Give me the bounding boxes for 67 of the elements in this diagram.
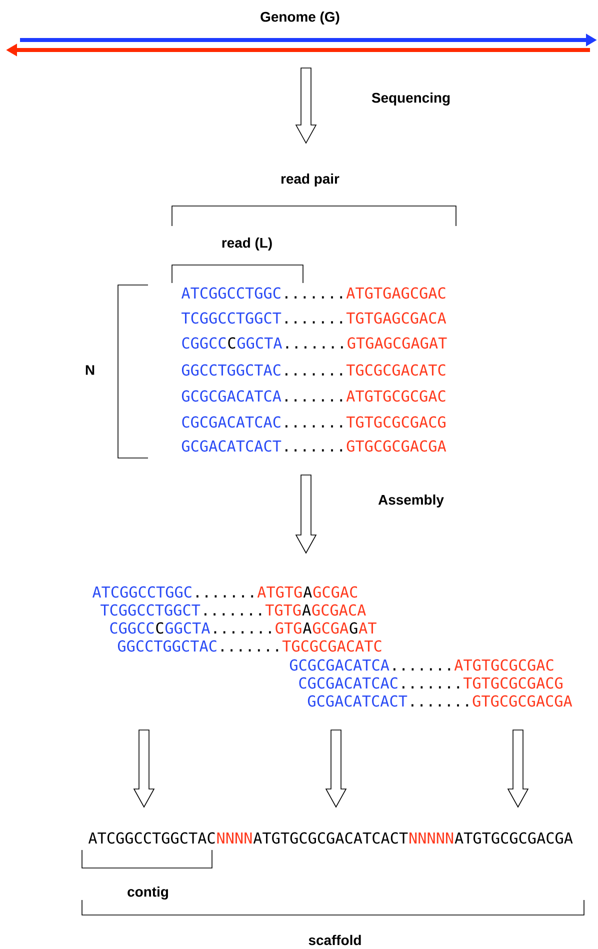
sequence-text: GGCCTGGCTAC [118, 640, 216, 652]
sequence-text: NNNNN [410, 832, 454, 844]
sequence-text: GGCTA [165, 622, 210, 634]
sequence-text: ....... [286, 373, 342, 376]
sequence-text: TGTGAGCGACA [346, 312, 446, 324]
sequence-text: ....... [286, 346, 343, 348]
sequence-text: A [302, 604, 311, 616]
sequence-text: TGTG [265, 604, 301, 616]
sequence-text: ATGTGCGCGAC [346, 390, 446, 402]
sequence-text: GCGCGACATCA [182, 390, 282, 402]
sequence-text: ....... [214, 631, 271, 634]
label-text: contig [128, 886, 168, 900]
sequence-text: ....... [286, 296, 342, 298]
sequence-text: ....... [286, 425, 342, 428]
sequence-text: AT [358, 622, 376, 634]
sequence-text: ....... [286, 321, 342, 324]
sequence-text: GTGCGCGACGA [472, 695, 572, 707]
sequence-text: TGTGCGCGACG [346, 416, 446, 428]
sequence-text: GTGCGCGACGA [346, 440, 446, 452]
sequence-text: C [228, 337, 236, 349]
sequence-text: GCGACA [312, 604, 366, 616]
sequence-text: ....... [394, 668, 450, 670]
sequence-text: ATGTGCGCGAC [454, 659, 554, 671]
sequence-text: ....... [402, 686, 460, 688]
sequence-text: GGCTA [237, 337, 282, 349]
sequence-text: A [303, 586, 312, 598]
sequence-text: G [350, 622, 358, 634]
sequence-text: ATCGGCCTGGC [92, 586, 192, 598]
sequence-text: A [302, 622, 312, 634]
label-text: Sequencing [372, 92, 450, 106]
sequence-text: GCGCGACATCA [290, 659, 390, 671]
sequence-text: CGCGACATCAC [299, 677, 398, 689]
sequence-text: ATGTGCGCGACATCACT [253, 832, 408, 844]
label-text: Genome (G) [260, 12, 340, 24]
sequence-text: CGGCC [182, 337, 226, 349]
sequence-text: ....... [412, 704, 468, 706]
label-text: N [86, 365, 94, 375]
label-text: read (L) [222, 238, 272, 250]
sequence-text: TCGGCCTGGCT [100, 604, 200, 616]
sequence-text: ATCGGCCTGGC [181, 287, 280, 299]
sequence-text: GCGA [312, 622, 348, 634]
sequence-text: GTGAGCGAGAT [348, 337, 447, 349]
label-text: Assembly [378, 494, 444, 508]
sequence-text: GTG [276, 622, 302, 634]
sequence-text: TGCGCGACATC [282, 640, 382, 652]
sequence-text: GCGAC [313, 586, 357, 598]
sequence-text: ....... [196, 595, 254, 598]
sequence-text: C [156, 622, 164, 634]
sequence-text: ....... [222, 649, 278, 652]
sequence-text: ATGTGCGCGACGA [454, 832, 573, 844]
sequence-text: ....... [286, 449, 342, 452]
sequence-text: TGCGCGACATC [346, 364, 446, 376]
sequence-text: ATGTGAGCGAC [346, 287, 446, 299]
sequence-text: GGCCTGGCTAC [182, 364, 280, 376]
sequence-text: NNNN [217, 832, 252, 844]
label-text: scaffold [308, 934, 361, 946]
sequence-text: ....... [204, 613, 262, 616]
sequence-text: CGCGACATCAC [182, 416, 280, 428]
sequence-text: ATCGGCCTGGCTAC [88, 832, 215, 844]
sequence-text: GCGACATCACT [308, 695, 408, 707]
sequence-text: ATGTG [257, 586, 302, 598]
sequence-text: GCGACATCACT [182, 440, 282, 452]
sequence-text: ....... [286, 399, 342, 402]
sequence-text: TCGGCCTGGCT [182, 312, 282, 324]
label-text: read pair [281, 174, 340, 186]
sequence-text: CGGCC [110, 622, 154, 634]
sequence-text: TGTGCGCGACG [463, 677, 562, 689]
